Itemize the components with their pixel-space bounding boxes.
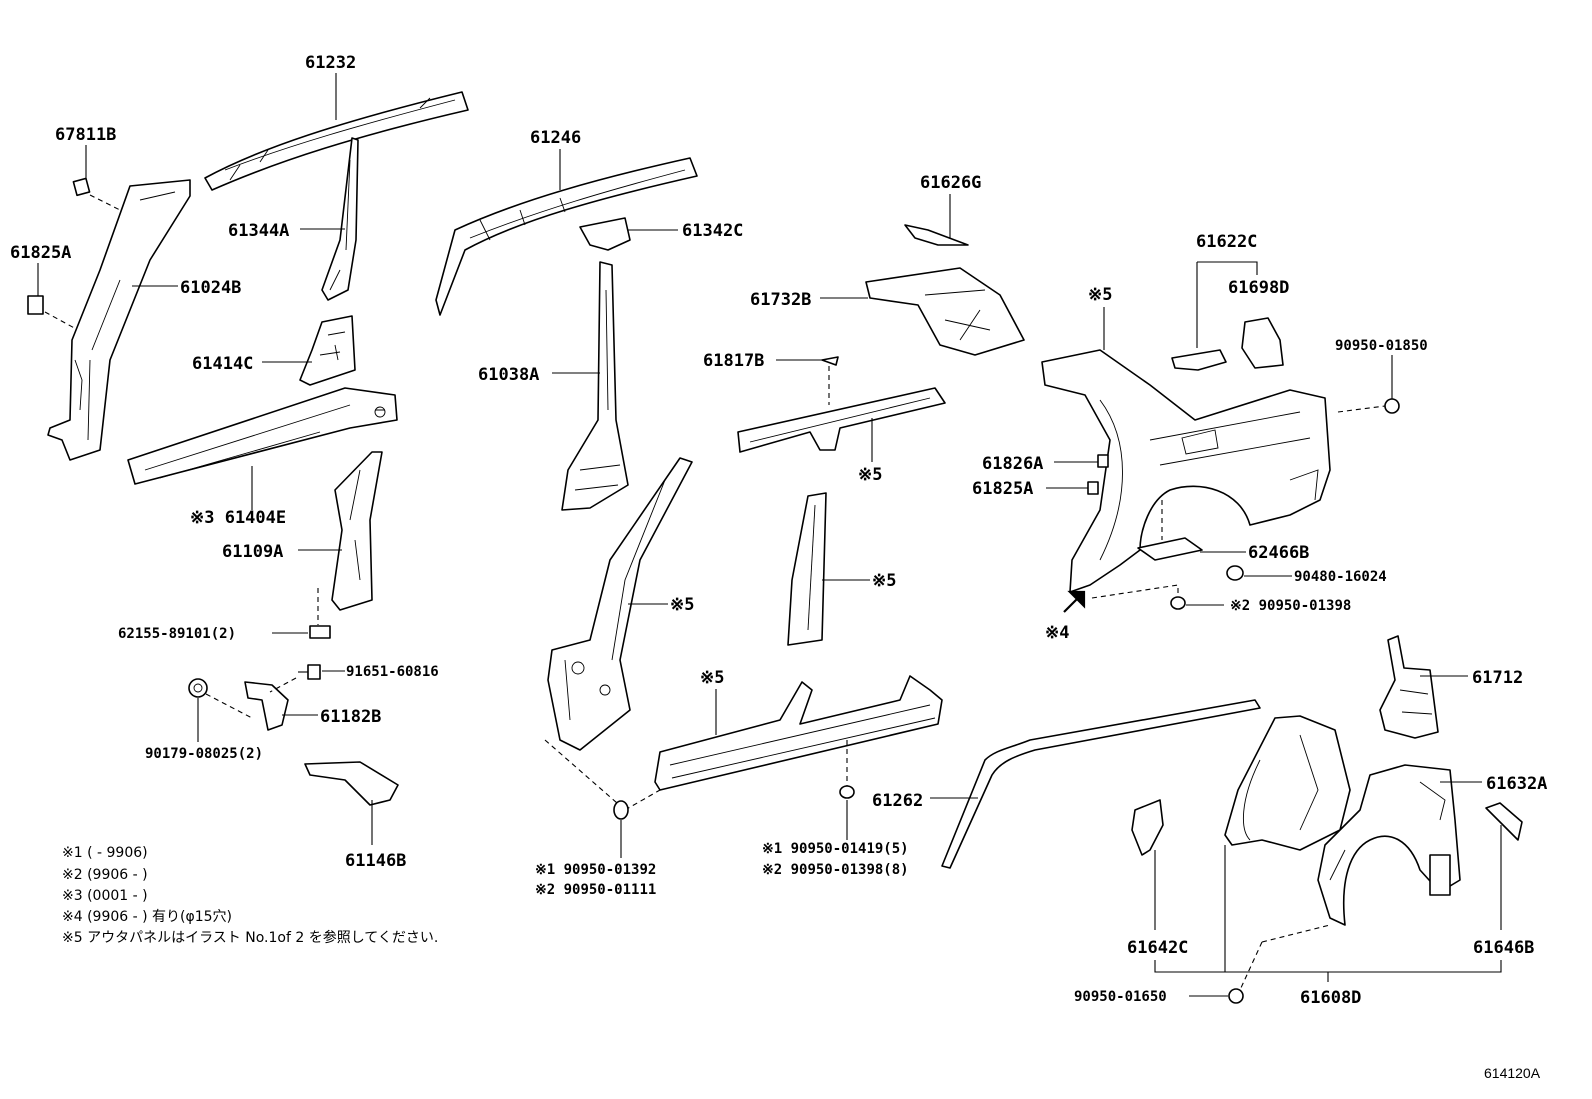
label-61344A: 61344A <box>228 221 289 241</box>
part-grommet-16024 <box>1226 565 1244 581</box>
part-plug-01398 <box>1170 596 1186 610</box>
label-61642C: 61642C <box>1127 938 1188 958</box>
note-2: ※2 (9906 - ) <box>62 867 148 883</box>
part-quarter-panel <box>1041 349 1331 593</box>
label-61825A-right: 61825A <box>972 479 1033 499</box>
part-61262 <box>941 699 1261 869</box>
label-5-rocker: ※5 <box>700 668 724 688</box>
label-90950-01850: 90950-01850 <box>1335 338 1428 354</box>
label-61826A: 61826A <box>982 454 1043 474</box>
label-5-quarter: ※5 <box>1088 285 1112 305</box>
diagram-code: 614120A <box>1484 1065 1541 1081</box>
label-61182B: 61182B <box>320 707 381 727</box>
part-61698D <box>1241 317 1284 369</box>
part-61146B <box>304 761 399 806</box>
part-61732B <box>865 267 1025 356</box>
label-61262: 61262 <box>872 791 923 811</box>
part-61817B <box>821 356 839 366</box>
part-b-pillar-inner <box>787 492 827 646</box>
label-61342C: 61342C <box>682 221 743 241</box>
part-b-pillar-lower <box>547 457 693 751</box>
label-90950-01398-2: ※2 90950-01398 <box>1230 598 1351 614</box>
label-90179-08025: 90179-08025(2) <box>145 746 263 762</box>
part-91651-bolt <box>298 664 321 680</box>
note-4: ※4 (9906 - ) 有り(φ15穴) <box>62 909 232 925</box>
note-5: ※5 アウタパネルはイラスト No.1of 2 を参照してください. <box>62 929 438 946</box>
label-61732B: 61732B <box>750 290 811 310</box>
part-61404E <box>127 387 398 485</box>
label-90950-01419: ※1 90950-01419(5) <box>762 841 909 857</box>
part-61622C <box>1171 349 1227 371</box>
label-5-rail: ※5 <box>858 465 882 485</box>
label-4-arrow: ※4 <box>1045 623 1069 643</box>
part-90179-nut <box>188 678 208 698</box>
part-61632A <box>1317 764 1461 926</box>
label-90950-01650: 90950-01650 <box>1074 989 1167 1005</box>
part-61825A-left <box>27 295 44 315</box>
part-61038A <box>561 261 629 511</box>
label-61608D: 61608D <box>1300 988 1361 1008</box>
label-62466B: 62466B <box>1248 543 1309 563</box>
label-61646B: 61646B <box>1473 938 1534 958</box>
part-roof-rail-rear <box>737 387 946 453</box>
label-90950-01392: ※1 90950-01392 <box>535 862 656 878</box>
part-61024B <box>47 179 191 461</box>
note-3: ※3 (0001 - ) <box>62 888 148 904</box>
part-61712 <box>1379 635 1439 739</box>
label-61626G: 61626G <box>920 173 981 193</box>
part-plug-01392 <box>613 800 629 820</box>
label-61698D: 61698D <box>1228 278 1289 298</box>
part-wheelhouse-inner <box>1224 715 1351 851</box>
label-90950-01111: ※2 90950-01111 <box>535 882 656 898</box>
label-67811B: 67811B <box>55 125 116 145</box>
label-61024B: 61024B <box>180 278 241 298</box>
label-61246: 61246 <box>530 128 581 148</box>
part-62466B <box>1137 537 1203 561</box>
part-61646B <box>1485 802 1523 841</box>
notes-block: ※1 ( - 9906) ※2 (9906 - ) ※3 (0001 - ) ※… <box>62 845 438 946</box>
part-62155 <box>309 625 331 639</box>
label-90950-01398-8: ※2 90950-01398(8) <box>762 862 909 878</box>
part-67811B <box>72 177 91 197</box>
part-plug-01419 <box>839 785 855 799</box>
part-61246 <box>435 157 698 316</box>
part-plug-01650 <box>1228 988 1244 1004</box>
part-61344A <box>321 137 359 301</box>
label-61817B: 61817B <box>703 351 764 371</box>
part-rocker-outer <box>654 675 943 791</box>
label-5-bpillar: ※5 <box>872 571 896 591</box>
label-61632A: 61632A <box>1486 774 1547 794</box>
label-61712: 61712 <box>1472 668 1523 688</box>
label-62155-89101: 62155-89101(2) <box>118 626 236 642</box>
label-61232: 61232 <box>305 53 356 73</box>
label-61146B: 61146B <box>345 851 406 871</box>
part-61342C <box>579 217 631 251</box>
part-61109A <box>331 451 383 611</box>
label-61404E: ※3 61404E <box>190 508 286 528</box>
label-61038A: 61038A <box>478 365 539 385</box>
label-90480-16024: 90480-16024 <box>1294 569 1387 585</box>
label-5-pillar: ※5 <box>670 595 694 615</box>
part-61642C <box>1131 799 1164 856</box>
label-61825A-left: 61825A <box>10 243 71 263</box>
arrow-4-icon <box>1063 590 1086 613</box>
label-61109A: 61109A <box>222 542 283 562</box>
label-61414C: 61414C <box>192 354 253 374</box>
part-61626G <box>904 224 969 246</box>
label-91651-60816: 91651-60816 <box>346 664 439 680</box>
part-61182B <box>244 681 289 731</box>
part-61826A <box>1097 454 1109 468</box>
part-grommet-01850 <box>1384 398 1400 414</box>
note-1: ※1 ( - 9906) <box>62 845 148 861</box>
part-61825A-right <box>1087 481 1099 495</box>
label-61622C: 61622C <box>1196 232 1257 252</box>
part-61232 <box>204 91 469 191</box>
part-61414C <box>299 315 356 386</box>
